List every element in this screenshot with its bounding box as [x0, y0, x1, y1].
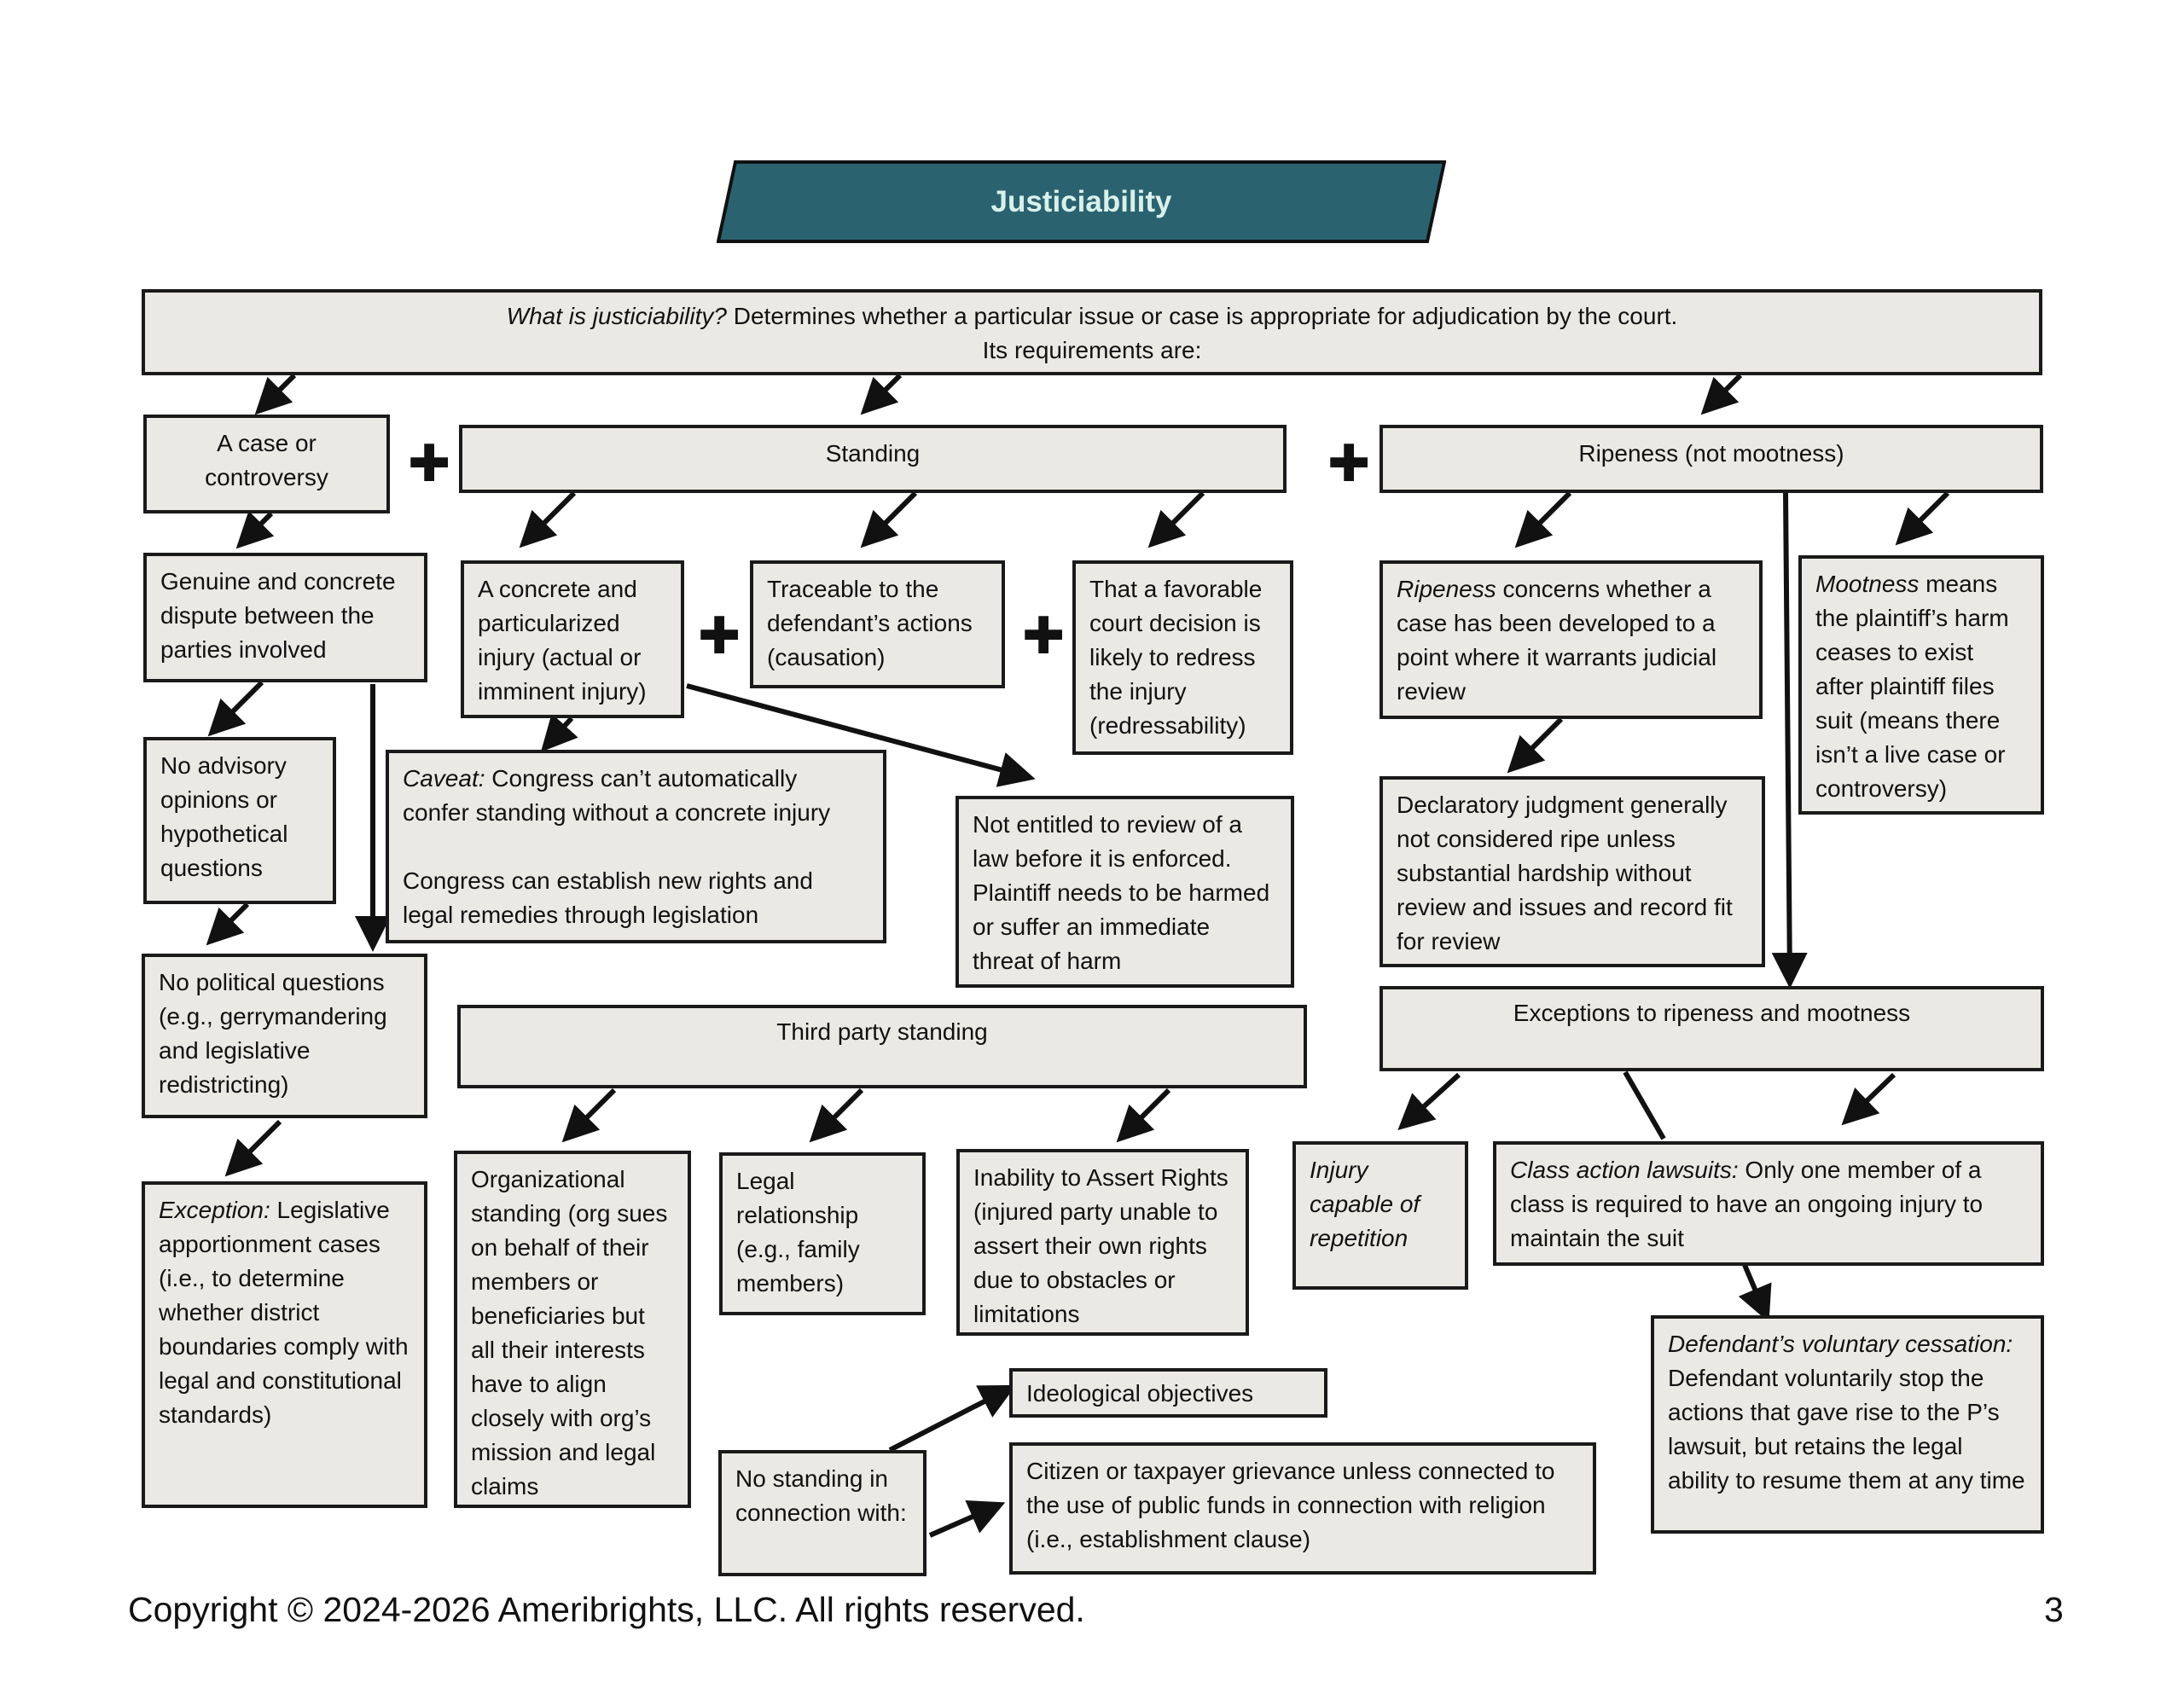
voluntary-cessation-text: Defendant voluntarily stop the actions t…	[1668, 1365, 2025, 1494]
caveat-second-paragraph: Congress can establish new rights and le…	[403, 867, 813, 928]
ideological-objectives-box: Ideological objectives	[1009, 1368, 1327, 1418]
caveat-label: Caveat:	[403, 765, 485, 792]
plus-icon: ✚	[408, 435, 451, 492]
exception-text: Legislative apportionment cases (i.e., t…	[159, 1197, 409, 1428]
page-title: Justiciability	[990, 184, 1172, 218]
exceptions-box: Exceptions to ripeness and mootness	[1380, 986, 2044, 1071]
class-action-box: Class action lawsuits: Only one member o…	[1493, 1141, 2044, 1266]
genuine-dispute-box: Genuine and concrete dispute between the…	[143, 553, 427, 682]
injury-box: A concrete and particularized injury (ac…	[461, 560, 684, 718]
plus-icon: ✚	[1022, 607, 1066, 664]
mootness-term: Mootness	[1815, 571, 1920, 597]
standing-box: Standing	[459, 425, 1287, 493]
voluntary-cessation-label: Defendant’s voluntary cessation:	[1668, 1331, 2013, 1357]
inability-to-assert-box: Inability to Assert Rights (injured part…	[956, 1149, 1249, 1336]
plus-icon: ✚	[698, 607, 741, 664]
injury-capable-of-repetition-box: Injury capable of repetition	[1292, 1141, 1468, 1290]
copyright-footer: Copyright © 2024-2026 Ameribrights, LLC.…	[128, 1590, 1085, 1629]
injury-capable-text: Injury capable of repetition	[1310, 1157, 1420, 1251]
no-political-questions-box: No political questions (e.g., gerrymande…	[142, 954, 427, 1118]
exception-apportionment-box: Exception: Legislative apportionment cas…	[142, 1181, 427, 1508]
class-action-text: Only one member of a class is required t…	[1510, 1157, 1984, 1251]
exception-label: Exception:	[159, 1197, 270, 1223]
page-number: 3	[2044, 1590, 2064, 1629]
citizen-taxpayer-box: Citizen or taxpayer grievance unless con…	[1009, 1442, 1596, 1575]
traceable-box: Traceable to the defendant’s actions (ca…	[750, 560, 1005, 688]
redressability-box: That a favorable court decision is likel…	[1072, 560, 1293, 755]
title-banner	[717, 160, 1446, 243]
ripeness-term: Ripeness	[1397, 576, 1496, 602]
intro-question: What is justiciability?	[506, 303, 727, 329]
mootness-definition: means the plaintiff’s harm ceases to exi…	[1815, 571, 2009, 802]
intro-line2: Its requirements are:	[982, 337, 1202, 363]
no-standing-box: No standing in connection with:	[718, 1450, 926, 1576]
caveat-text: Congress can’t automatically confer stan…	[403, 765, 831, 826]
declaratory-judgment-box: Declaratory judgment generally not consi…	[1380, 776, 1765, 967]
ripeness-header-box: Ripeness (not mootness)	[1380, 425, 2043, 493]
organizational-standing-box: Organizational standing (org sues on beh…	[454, 1151, 691, 1508]
voluntary-cessation-box: Defendant’s voluntary cessation: Defenda…	[1651, 1315, 2044, 1534]
ripeness-definition: concerns whether a case has been develop…	[1397, 576, 1717, 705]
ripeness-definition-box: Ripeness concerns whether a case has bee…	[1380, 560, 1763, 719]
not-entitled-box: Not entitled to review of a law before i…	[956, 796, 1294, 988]
no-advisory-opinions-box: No advisory opinions or hypothetical que…	[143, 737, 336, 904]
legal-relationship-box: Legal relationship (e.g., family members…	[719, 1152, 926, 1315]
intro-text: Determines whether a particular issue or…	[726, 303, 1678, 329]
plus-icon: ✚	[1327, 435, 1371, 492]
caveat-box: Caveat: Congress can’t automatically con…	[386, 750, 886, 943]
class-action-label: Class action lawsuits:	[1510, 1157, 1739, 1183]
third-party-standing-box: Third party standing	[457, 1005, 1307, 1088]
mootness-definition-box: Mootness means the plaintiff’s harm ceas…	[1798, 555, 2044, 815]
intro-box: What is justiciability? Determines wheth…	[142, 289, 2042, 375]
case-or-controversy-box: A case or controversy	[143, 415, 390, 513]
